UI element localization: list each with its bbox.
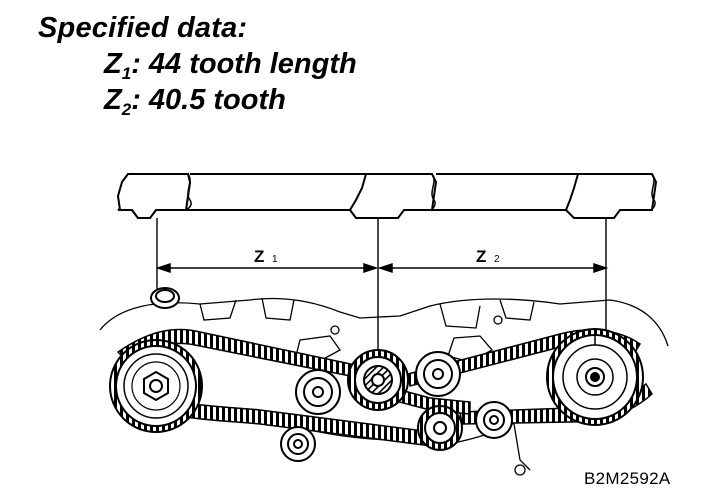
spec-z2-value: : 40.5 tooth: [131, 84, 286, 116]
z2-dimension-label: Z: [476, 247, 486, 266]
z1-dimension-sub: 1: [272, 254, 278, 265]
tensioner-pulley-left: [295, 369, 341, 415]
left-cam-sprocket: [109, 339, 203, 433]
lower-toothed-idler: [417, 405, 463, 451]
lower-left-idler: [280, 426, 316, 462]
right-cam-sprocket: [546, 328, 644, 426]
figure-code: B2M2592A: [584, 469, 671, 488]
crank-sprocket: [347, 349, 409, 411]
z1-dimension-label: Z: [254, 247, 264, 266]
belt-tooth-profile: [116, 172, 658, 219]
dimension-z2: [377, 262, 609, 274]
spec-z1-subscript: 1: [121, 64, 132, 83]
lower-right-idler: [475, 401, 513, 439]
idler-pulley-right: [415, 351, 461, 397]
z2-dimension-sub: 2: [494, 254, 500, 265]
dimension-z1: [155, 262, 379, 274]
reference-lines: [156, 218, 607, 370]
spec-z1-line: Z1: 44 tooth length: [104, 48, 357, 84]
spec-z1-symbol: Z: [104, 48, 122, 80]
spec-z2-symbol: Z: [104, 84, 122, 116]
spec-heading: Specified data:: [38, 12, 248, 44]
spec-z2-line: Z2: 40.5 tooth: [104, 84, 286, 120]
oil-cap: [150, 287, 180, 309]
spec-z1-value: : 44 tooth length: [131, 48, 357, 80]
spec-z2-subscript: 2: [121, 100, 132, 119]
